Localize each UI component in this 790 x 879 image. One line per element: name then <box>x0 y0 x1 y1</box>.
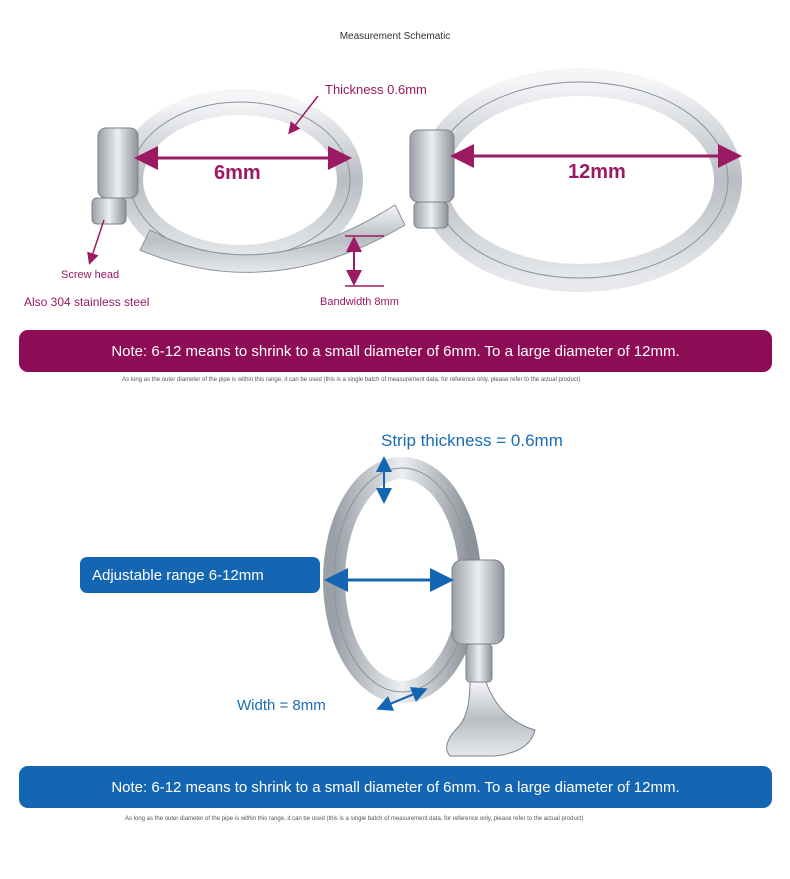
width-label: Width = 8mm <box>237 697 326 714</box>
thickness-pointer <box>288 95 319 135</box>
top-note-banner: Note: 6-12 means to shrink to a small di… <box>19 330 772 372</box>
small-diameter-label: 6mm <box>214 162 261 184</box>
bottom-fine-print: As long as the outer diameter of the pip… <box>125 816 584 822</box>
large-clamp-image <box>409 68 742 292</box>
schematic-title: Measurement Schematic <box>339 31 451 42</box>
bandwidth-label: Bandwidth 8mm <box>320 296 399 308</box>
large-diameter-label: 12mm <box>568 161 626 183</box>
adjustable-range-label: Adjustable range 6-12mm <box>92 566 264 584</box>
material-label: Also 304 stainless steel <box>24 295 150 309</box>
top-fine-print: As long as the outer diameter of the pip… <box>122 377 581 383</box>
butterfly-clamp-image <box>323 457 536 757</box>
bottom-note-banner: Note: 6-12 means to shrink to a small di… <box>19 766 772 808</box>
bandwidth-marker <box>345 235 384 287</box>
screw-head-pointer <box>87 219 105 265</box>
screw-head-label: Screw head <box>61 269 120 281</box>
strip-thickness-label: Strip thickness = 0.6mm <box>381 431 563 450</box>
bottom-note-text: Note: 6-12 means to shrink to a small di… <box>111 778 680 796</box>
small-clamp-image <box>91 89 406 273</box>
adjustable-range-pill: Adjustable range 6-12mm <box>80 557 320 593</box>
top-note-text: Note: 6-12 means to shrink to a small di… <box>111 342 680 360</box>
thickness-label: Thickness 0.6mm <box>325 82 427 97</box>
